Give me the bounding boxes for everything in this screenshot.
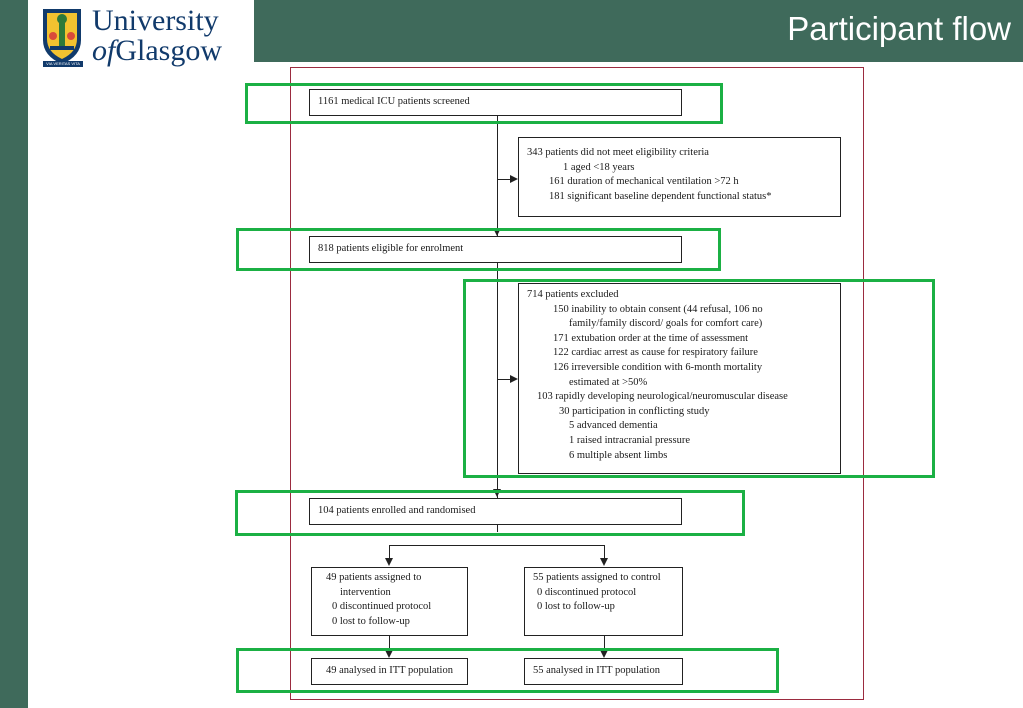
slide-title: Participant flow <box>787 10 1011 47</box>
randomised-box: 104 patients enrolled and randomised <box>309 498 682 525</box>
control-box: 55 patients assigned to control 0 discon… <box>524 567 683 636</box>
highlight-eligible <box>236 228 721 271</box>
eligible-box: 818 patients eligible for enrolment <box>309 236 682 263</box>
university-logo: VIA VERITAS VITA University ofGlasgow <box>40 4 245 70</box>
intervention-arrow-icon <box>385 558 393 566</box>
analysed-intervention-box: 49 analysed in ITT population <box>311 658 468 685</box>
ineligible-branch-line <box>497 179 511 180</box>
screened-box: 1161 medical ICU patients screened <box>309 89 682 116</box>
logo-motto: VIA VERITAS VITA <box>43 61 83 67</box>
highlight-screened <box>245 83 723 124</box>
logo-text-of-glasgow: ofGlasgow <box>92 34 222 67</box>
control-arrow-icon <box>600 558 608 566</box>
randomised-arrow-icon <box>493 489 501 497</box>
highlight-randomised <box>235 490 745 536</box>
highlight-analysed <box>236 648 779 693</box>
excluded-arrow-icon <box>510 375 518 383</box>
highlight-excluded <box>463 279 935 478</box>
analysed-control-box: 55 analysed in ITT population <box>524 658 683 685</box>
crest-icon <box>43 9 81 64</box>
analysed-control-arrow-icon <box>600 650 608 658</box>
split-left-line <box>389 545 390 559</box>
intervention-box: 49 patients assigned to intervention 0 d… <box>311 567 468 636</box>
flow-diagram-frame <box>290 67 864 700</box>
excluded-branch-line <box>497 379 511 380</box>
main-trunk-line <box>497 116 498 532</box>
intervention-down-line <box>389 636 390 650</box>
analysed-intervention-arrow-icon <box>385 650 393 658</box>
control-down-line <box>604 636 605 650</box>
header-bar: Participant flow <box>254 0 1023 62</box>
ineligible-arrow-icon <box>510 175 518 183</box>
left-sidebar-strip <box>0 0 28 708</box>
eligible-arrow-icon <box>493 228 501 236</box>
logo-text-university: University <box>92 4 219 37</box>
excluded-box: 714 patients excluded 150 inability to o… <box>518 283 841 474</box>
split-right-line <box>604 545 605 559</box>
split-line <box>389 545 604 546</box>
ineligible-box: 343 patients did not meet eligibility cr… <box>518 137 841 217</box>
